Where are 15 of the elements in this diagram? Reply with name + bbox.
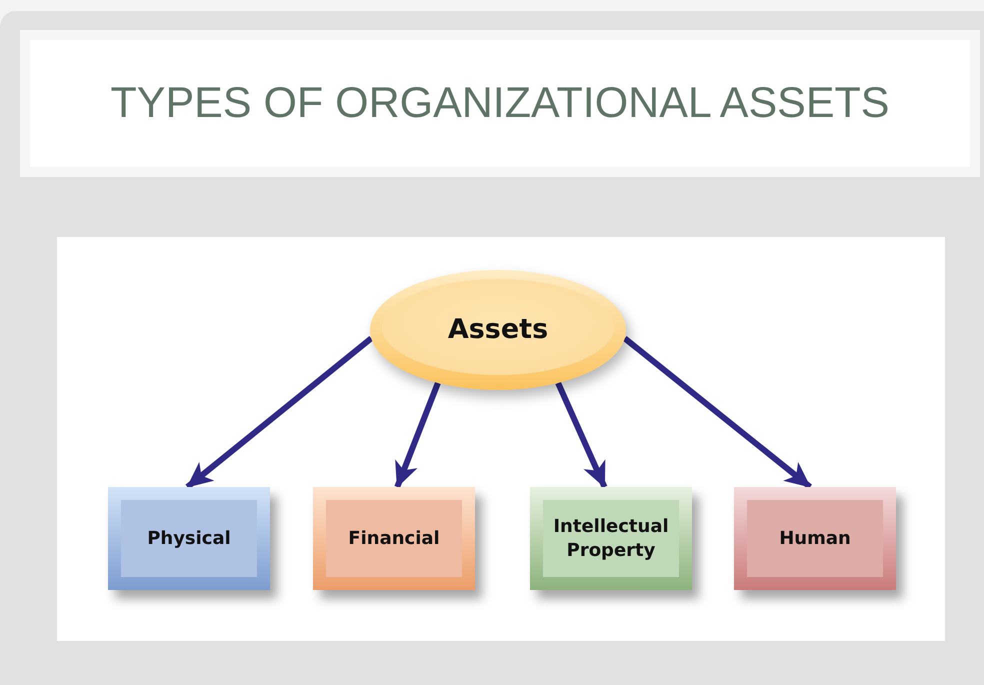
arrow bbox=[394, 382, 441, 488]
category-label: Intellectual Property bbox=[552, 515, 670, 562]
category-box bbox=[313, 487, 475, 590]
category-box bbox=[108, 487, 270, 590]
category-label: Physical bbox=[146, 526, 232, 550]
node-label: Assets bbox=[448, 313, 548, 347]
arrow bbox=[555, 382, 608, 488]
category-label: Financial bbox=[347, 526, 441, 550]
category-label: Human bbox=[778, 526, 852, 550]
arrow bbox=[622, 336, 812, 490]
slide-title: TYPES OF ORGANIZATIONAL ASSETS bbox=[110, 82, 890, 125]
category-box bbox=[734, 487, 896, 590]
category-box bbox=[530, 487, 692, 590]
oval-node bbox=[370, 270, 626, 390]
arrow bbox=[186, 336, 374, 490]
